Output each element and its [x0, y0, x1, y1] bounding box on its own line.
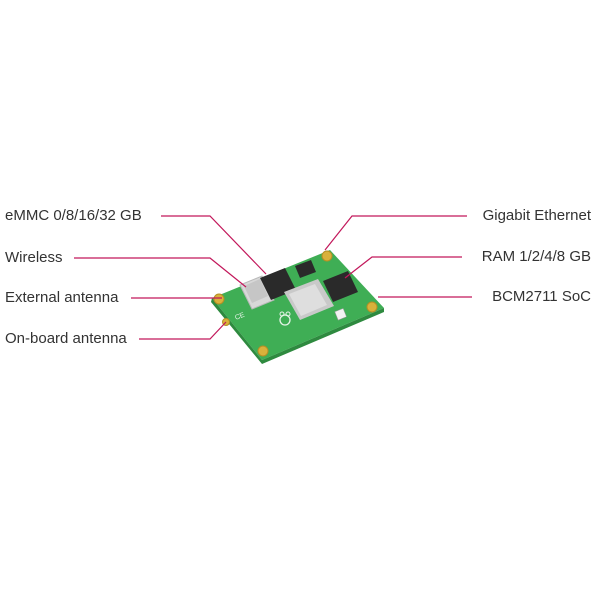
ram-chip [323, 271, 358, 302]
mounting-hole-bottom [257, 345, 269, 357]
ce-mark: CE [234, 312, 246, 322]
label-soc: BCM2711 SoC [492, 288, 591, 305]
pcb-edge [211, 298, 262, 364]
label-external-antenna: External antenna [5, 289, 119, 306]
compute-module-board: CE [211, 250, 384, 364]
leader-line-onboard-antenna [139, 321, 227, 340]
raspberry-pi-logo-icon [279, 311, 291, 326]
label-gigabit-ethernet: Gigabit Ethernet [482, 207, 591, 224]
label-onboard-antenna: On-board antenna [5, 330, 127, 347]
leader-lines [74, 215, 472, 340]
soc-shield-highlight [289, 284, 327, 316]
mounting-hole-left [213, 293, 225, 305]
wireless-module-top [244, 279, 268, 303]
qr-code [334, 308, 347, 321]
mounting-hole-right [366, 301, 378, 313]
ethernet-chip [295, 260, 316, 278]
leader-line-gigabit-ethernet [324, 215, 467, 251]
mounting-hole-top [321, 250, 333, 262]
label-emmc: eMMC 0/8/16/32 GB [5, 207, 142, 224]
label-ram: RAM 1/2/4/8 GB [481, 248, 591, 265]
leader-line-ram [344, 256, 462, 279]
leader-line-emmc [161, 215, 267, 275]
leader-line-wireless [74, 257, 247, 288]
label-wireless: Wireless [5, 249, 63, 266]
pcb-edge-front [262, 308, 384, 364]
